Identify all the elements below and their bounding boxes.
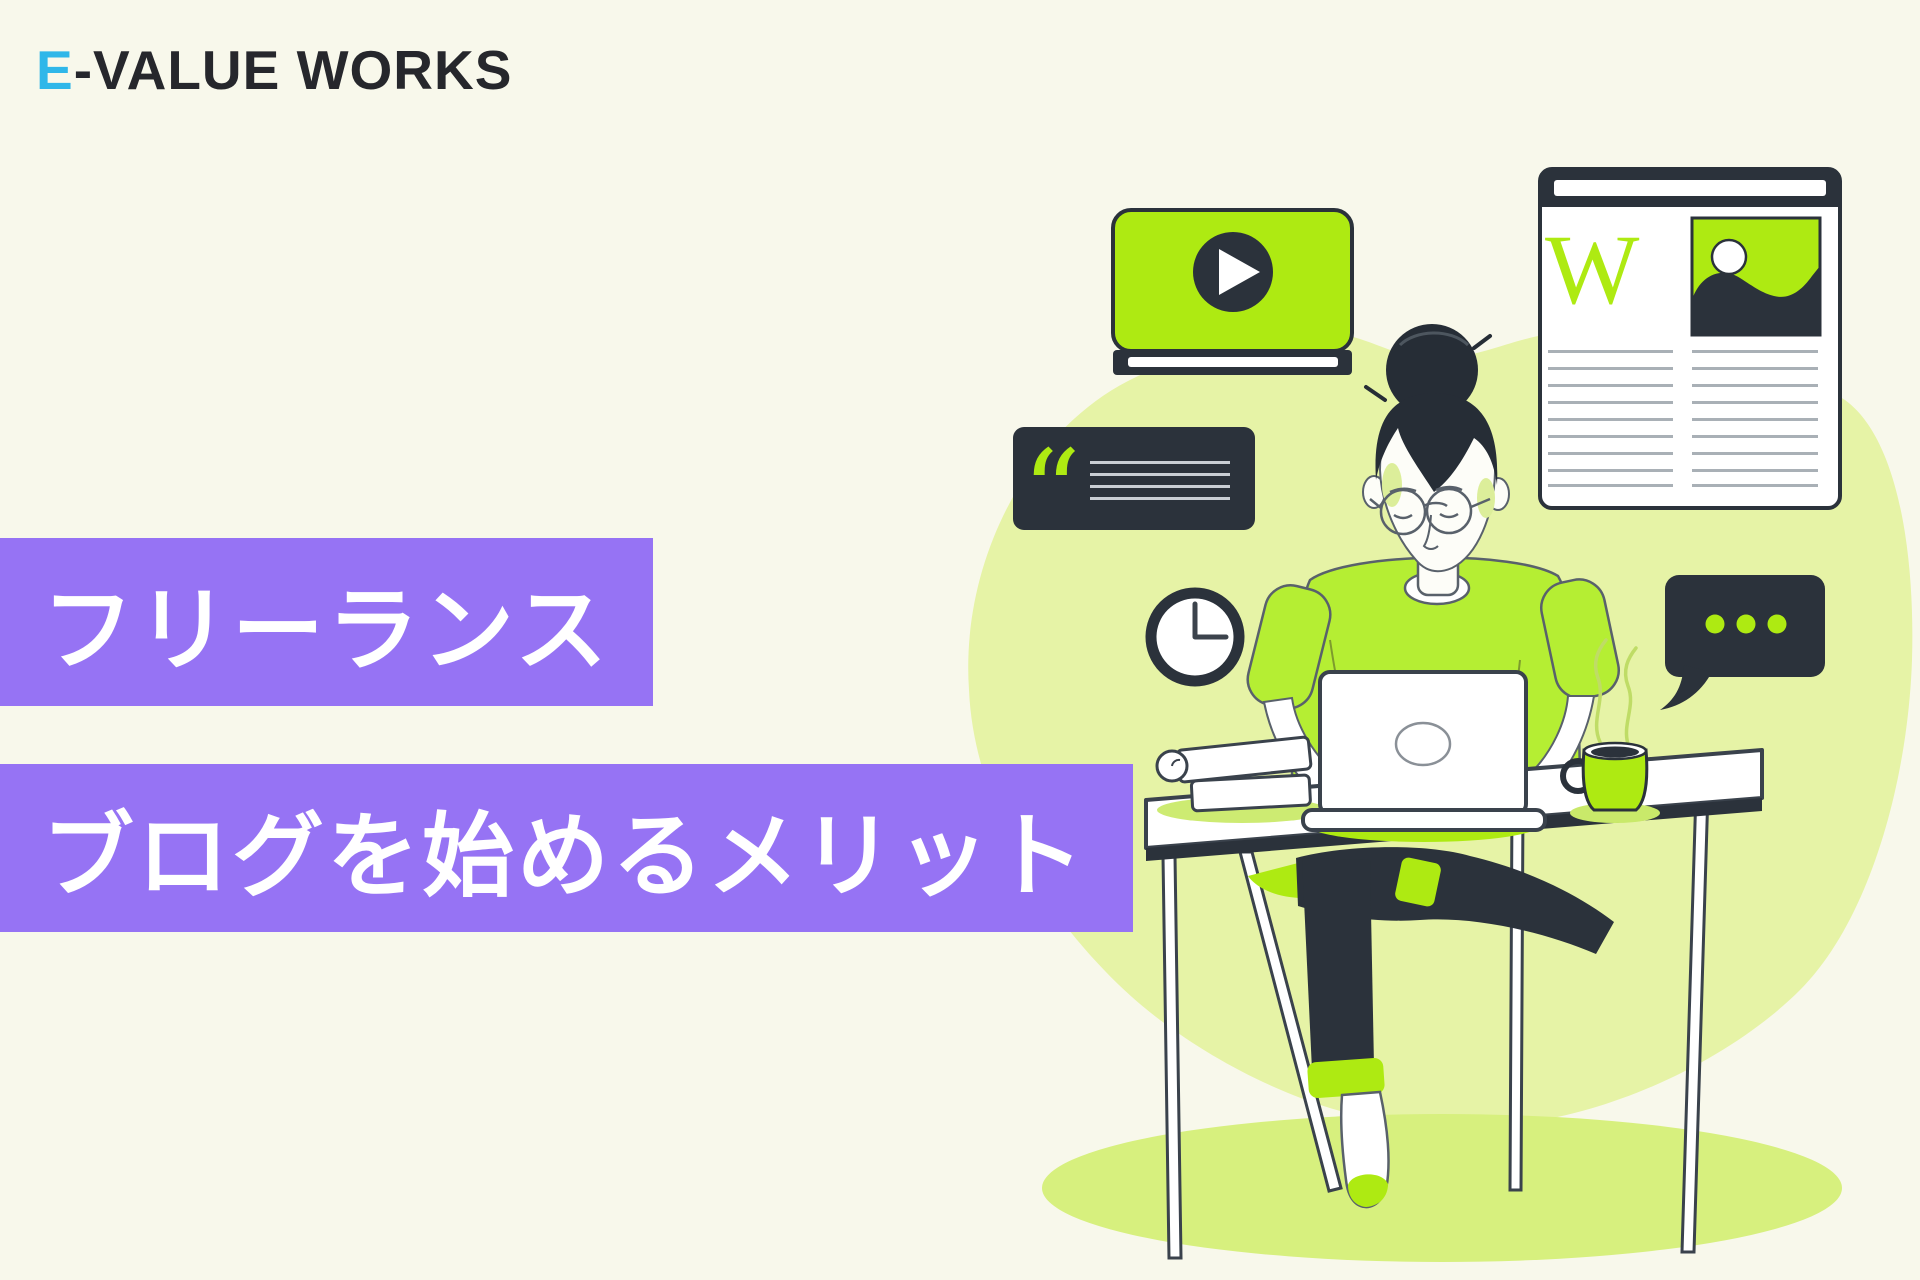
newspaper-letter: W bbox=[1545, 214, 1640, 325]
quote-glyph: “ bbox=[1022, 426, 1081, 560]
logo-accent-letter: E bbox=[36, 39, 74, 101]
clock-icon bbox=[1145, 587, 1245, 687]
newspaper-icon: W bbox=[1538, 167, 1842, 510]
title-banner-line1: フリーランス bbox=[0, 538, 653, 706]
video-player-icon bbox=[1111, 208, 1354, 375]
ground-shadow bbox=[1042, 1114, 1842, 1262]
chat-bubble-icon bbox=[1660, 575, 1825, 710]
logo-rest-text: -VALUE WORKS bbox=[73, 39, 513, 101]
quote-card-icon: “ bbox=[1013, 426, 1255, 560]
desk-legs bbox=[1161, 756, 1711, 1260]
title-banner-line2: ブログを始めるメリット bbox=[0, 764, 1133, 932]
laptop-icon bbox=[1301, 670, 1547, 842]
title-text-line2: ブログを始めるメリット bbox=[42, 805, 1088, 908]
site-logo: E-VALUE WORKS bbox=[36, 38, 512, 102]
woman-legs bbox=[1248, 847, 1614, 1209]
steam-icon bbox=[1593, 638, 1638, 746]
books-icon bbox=[1155, 735, 1327, 823]
coffee-mug-icon bbox=[1560, 638, 1660, 823]
title-text-line1: フリーランス bbox=[42, 579, 611, 682]
